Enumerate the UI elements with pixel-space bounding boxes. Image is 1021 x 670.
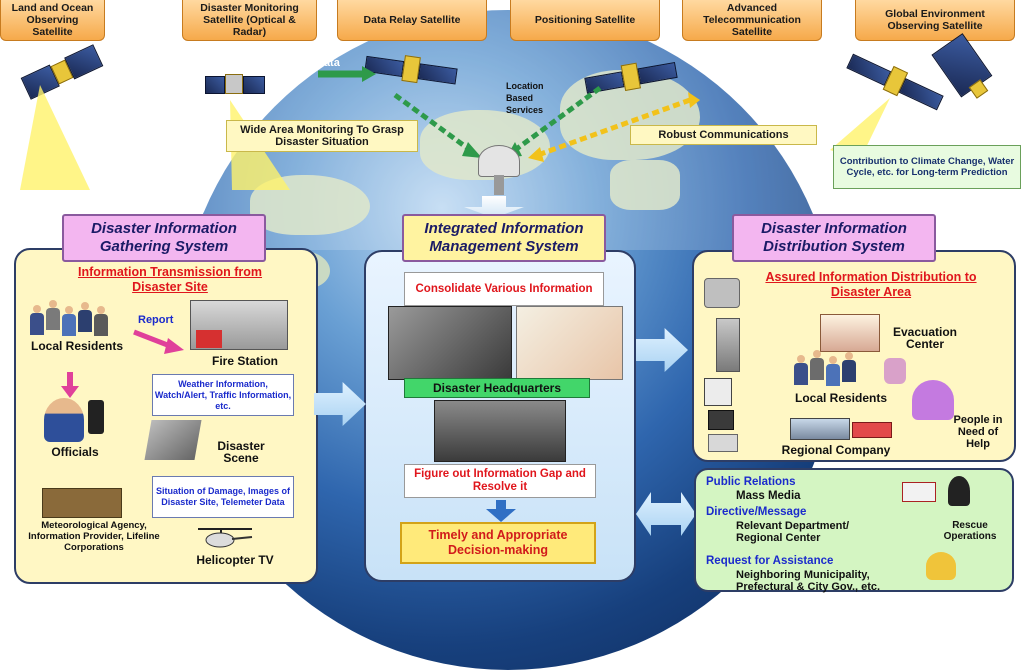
- regional-company-label: Regional Company: [781, 443, 891, 457]
- helicopter-icon: [198, 528, 253, 548]
- resident-figure: [794, 355, 808, 385]
- observing-beam: [20, 85, 90, 190]
- fire-truck-icon: [196, 330, 222, 348]
- radio-icon: [88, 400, 104, 434]
- local-residents-right-label: Local Residents: [794, 391, 888, 405]
- wide-area-monitoring-label: Wide Area Monitoring To Grasp Disaster S…: [226, 120, 418, 152]
- consolidate-info-box: Consolidate Various Information: [404, 272, 604, 306]
- tab-land-ocean-satellite: Land and Ocean Observing Satellite: [0, 0, 105, 41]
- relay-down-arrow: [393, 92, 472, 153]
- rescue-worker-icon: [948, 476, 970, 506]
- monitoring-satellite-icon: [205, 70, 265, 100]
- helicopter-tv-label: Helicopter TV: [196, 553, 274, 567]
- down-arrow-icon: [486, 500, 516, 522]
- tab-global-environment-satellite: Global Environment Observing Satellite: [855, 0, 1015, 41]
- data-label: Data: [316, 57, 340, 69]
- resident-figure: [810, 350, 824, 380]
- gathering-system-title: Disaster Information Gathering System: [62, 214, 266, 262]
- people-in-need-label: People in Need of Help: [953, 414, 1003, 450]
- report-arrow-icon: [133, 329, 184, 354]
- evacuation-center-label: Evacuation Center: [892, 325, 958, 351]
- transmitter-tower-icon: [716, 318, 740, 372]
- resident-figure: [826, 356, 840, 386]
- mass-media-label: Mass Media: [736, 490, 801, 502]
- robust-comm-arrow: [537, 97, 691, 158]
- decision-making-box: Timely and Appropriate Decision-making: [400, 522, 596, 564]
- disaster-headquarters-label: Disaster Headquarters: [404, 378, 590, 398]
- headquarters-room-photo: [434, 400, 566, 462]
- collapsed-building-icon: [144, 420, 202, 460]
- report-label: Report: [138, 314, 174, 326]
- wheelchair-person-icon: [884, 358, 906, 384]
- public-relations-label: Public Relations: [706, 476, 796, 488]
- resident-figure: [30, 305, 44, 335]
- tab-data-relay-satellite: Data Relay Satellite: [337, 0, 487, 41]
- robust-communications-label: Robust Communications: [630, 125, 817, 145]
- fax-machine-icon: [708, 434, 738, 452]
- ambulance-icon: [902, 482, 936, 502]
- resident-figure: [78, 302, 92, 332]
- relevant-department-label: Relevant Department/ Regional Center: [736, 520, 850, 544]
- assured-distribution-heading: Assured Information Distribution to Disa…: [765, 270, 977, 299]
- tv-monitor-icon: [708, 410, 734, 430]
- climate-change-label: Contribution to Climate Change, Water Cy…: [833, 145, 1021, 189]
- radio-receiver-icon: [704, 378, 732, 406]
- info-transmission-heading: Information Transmission from Disaster S…: [77, 265, 263, 294]
- tab-disaster-monitoring-satellite: Disaster Monitoring Satellite (Optical &…: [182, 0, 317, 41]
- neighboring-municipality-label: Neighboring Municipality, Prefectural & …: [736, 569, 881, 593]
- fire-station-label: Fire Station: [211, 354, 278, 368]
- antenna-mast: [494, 175, 504, 195]
- agency-desk-icon: [42, 488, 122, 518]
- directive-message-label: Directive/Message: [706, 506, 807, 518]
- tab-positioning-satellite: Positioning Satellite: [510, 0, 660, 41]
- resident-figure: [842, 352, 856, 382]
- local-residents-label: Local Residents: [30, 339, 124, 353]
- positioning-arrow: [513, 85, 602, 153]
- regional-company-icon: [790, 418, 850, 440]
- location-based-label: Location Based Services: [506, 81, 544, 115]
- environment-beam: [830, 98, 890, 160]
- official-figure: [44, 398, 84, 442]
- down-arrow-icon: [61, 372, 79, 398]
- resident-figure: [62, 306, 76, 336]
- met-agency-label: Meteorological Agency, Information Provi…: [28, 520, 160, 553]
- disaster-scene-label: Disaster Scene: [217, 439, 265, 465]
- resident-figure: [94, 306, 108, 336]
- damage-situation-box: Situation of Damage, Images of Disaster …: [152, 476, 294, 518]
- request-assistance-label: Request for Assistance: [706, 555, 834, 567]
- distribution-system-title: Disaster Information Distribution System: [732, 214, 936, 262]
- continent-shape: [610, 160, 680, 210]
- weather-info-box: Weather Information, Watch/Alert, Traffi…: [152, 374, 294, 416]
- evacuation-center-icon: [820, 314, 880, 352]
- management-system-title: Integrated Information Management System: [402, 214, 606, 262]
- satellite-image-photo: [388, 306, 512, 380]
- person-in-need-icon: [912, 380, 954, 420]
- officials-label: Officials: [51, 445, 99, 459]
- ground-antenna-icon: [478, 145, 520, 177]
- company-building-icon: [852, 422, 892, 438]
- rescue-worker-helmet-icon: [926, 552, 956, 580]
- information-gap-box: Figure out Information Gap and Resolve i…: [404, 464, 596, 498]
- resident-figure: [46, 300, 60, 330]
- hazard-map-photo: [516, 306, 623, 380]
- loudspeaker-icon: [704, 278, 740, 308]
- rescue-operations-label: Rescue Operations: [943, 520, 997, 542]
- tab-advanced-telecom-satellite: Advanced Telecommunication Satellite: [682, 0, 822, 41]
